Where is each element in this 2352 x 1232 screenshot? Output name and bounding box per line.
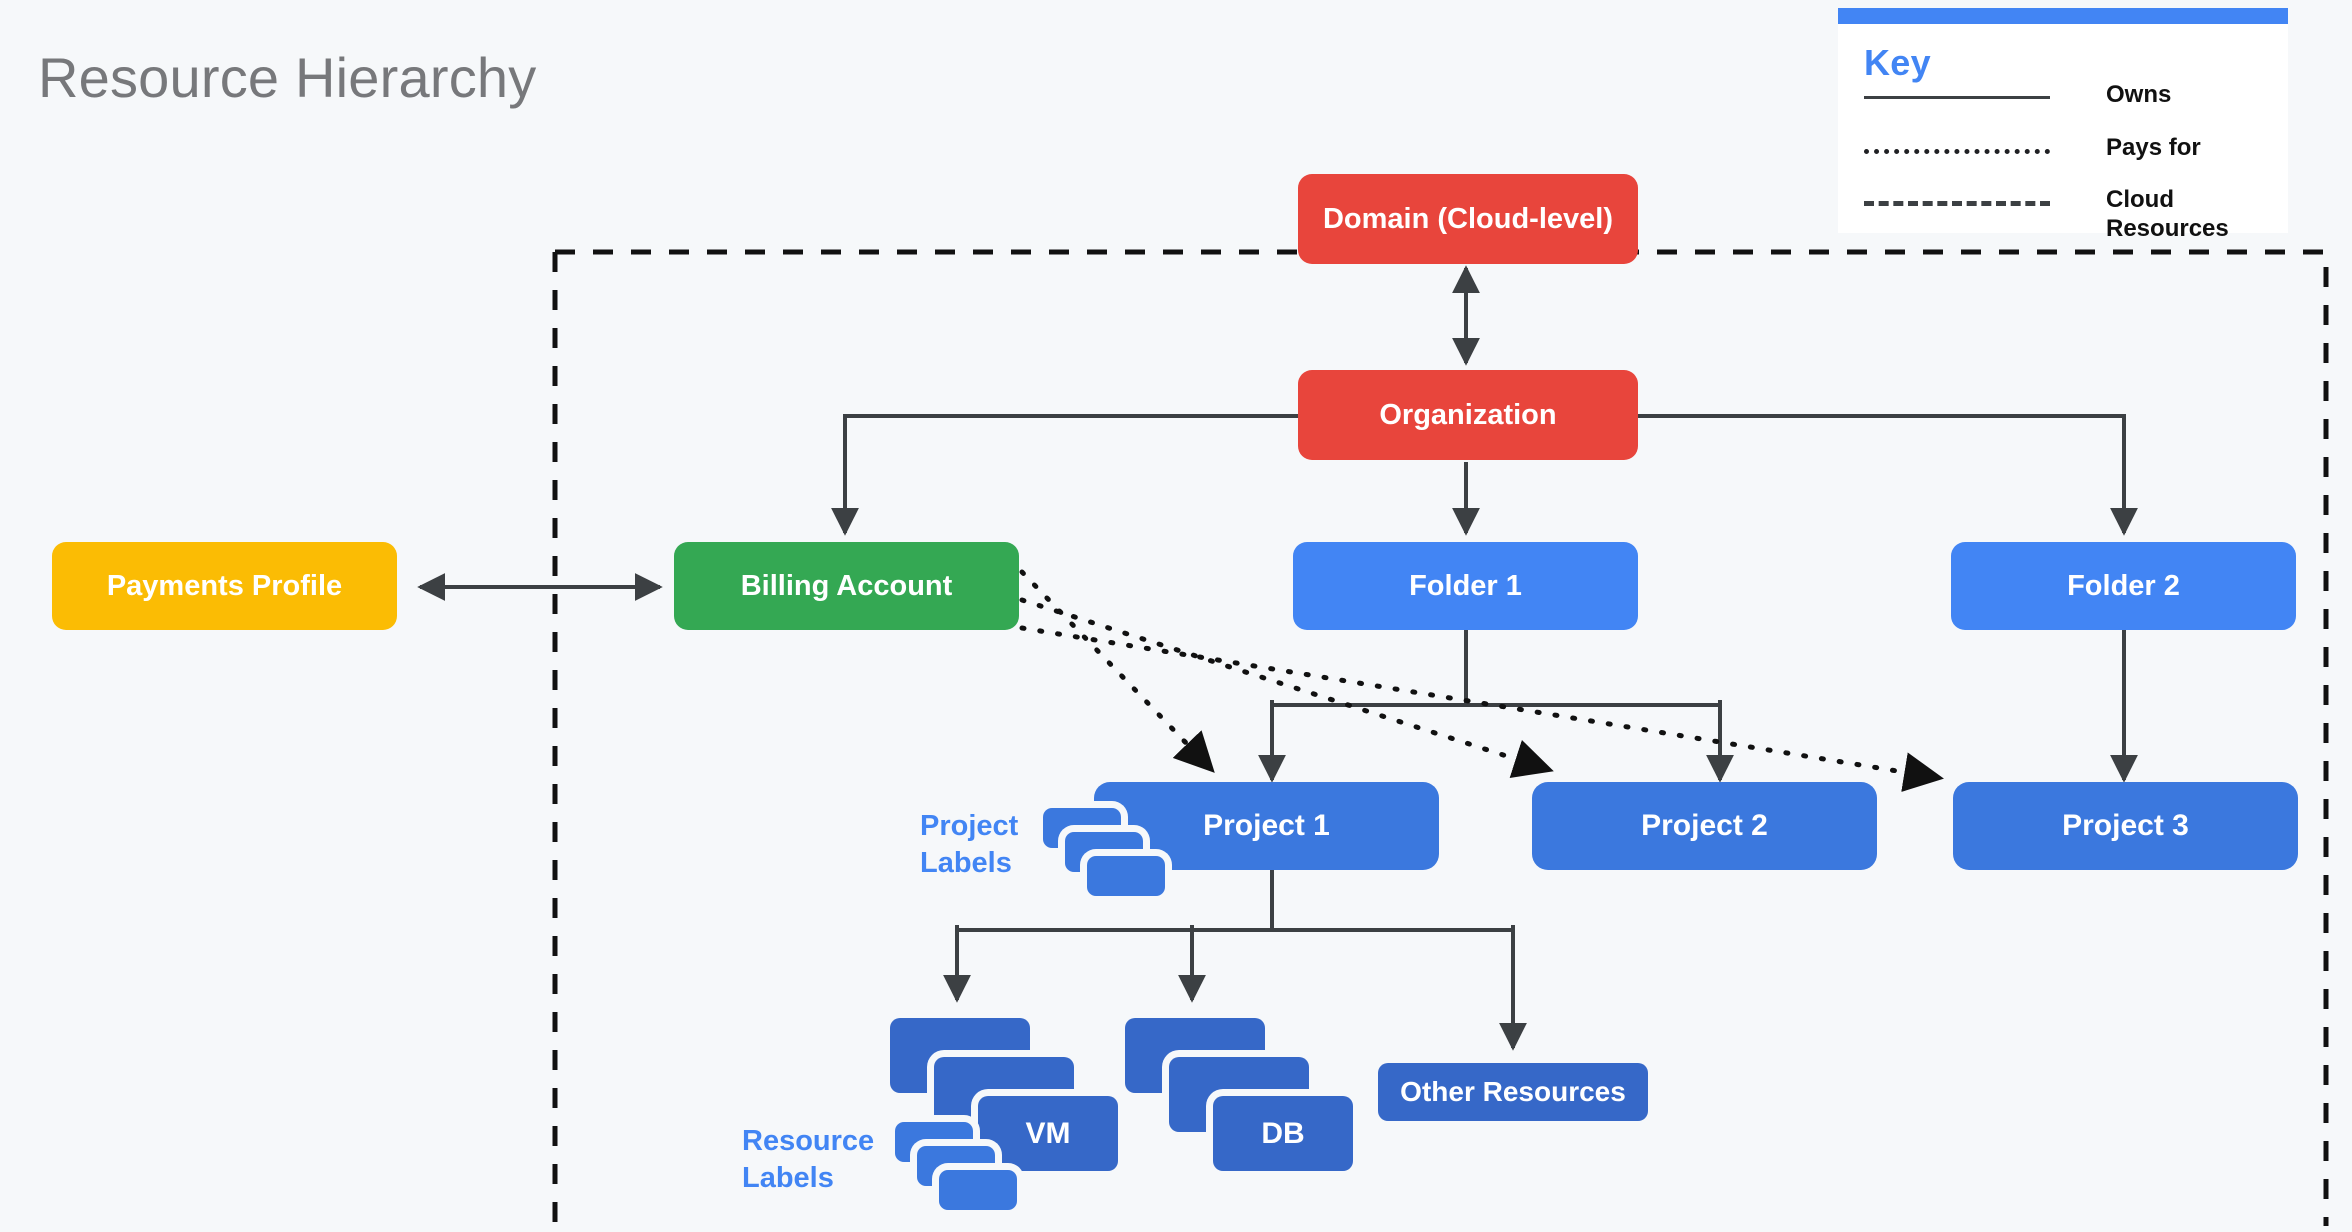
node-domain-label: Domain (Cloud-level) bbox=[1322, 202, 1613, 235]
node-folder1[interactable]: Folder 1 bbox=[1293, 542, 1638, 630]
node-billing-account[interactable]: Billing Account bbox=[674, 542, 1019, 630]
key-header-bar bbox=[1838, 8, 2288, 24]
resource-labels-stack[interactable] bbox=[895, 1122, 1035, 1232]
key-sample-solid-line bbox=[1864, 96, 2050, 101]
project-labels-caption: Project Labels bbox=[920, 810, 1019, 880]
node-project3-label: Project 3 bbox=[2062, 809, 2189, 843]
key-label-pays-for: Pays for bbox=[2106, 134, 2201, 161]
node-vm[interactable]: VM bbox=[890, 1018, 1220, 1178]
node-billing-account-label: Billing Account bbox=[740, 569, 953, 602]
node-payments-profile[interactable]: Payments Profile bbox=[52, 542, 397, 630]
node-project3[interactable]: Project 3 bbox=[1953, 782, 2298, 870]
key-label-cloud-resources: Cloud Resources bbox=[2106, 186, 2229, 243]
node-payments-profile-label: Payments Profile bbox=[106, 569, 343, 602]
node-organization-label: Organization bbox=[1379, 398, 1557, 431]
node-folder2[interactable]: Folder 2 bbox=[1951, 542, 2296, 630]
node-project2-label: Project 2 bbox=[1641, 809, 1768, 843]
project-label-tag-3 bbox=[1087, 856, 1165, 896]
key-row-owns: Owns bbox=[1864, 80, 2264, 109]
key-row-pays-for: Pays for bbox=[1864, 133, 2264, 162]
project-labels-stack[interactable] bbox=[1043, 808, 1183, 908]
edge-billing-account-project1 bbox=[1019, 569, 1215, 773]
node-project2[interactable]: Project 2 bbox=[1532, 782, 1877, 870]
edge-billing-account-project3 bbox=[1019, 625, 1944, 792]
node-project1-label: Project 1 bbox=[1203, 809, 1330, 843]
resource-label-tag-3 bbox=[939, 1170, 1017, 1210]
key-title: Key bbox=[1864, 42, 1931, 83]
node-domain[interactable]: Domain (Cloud-level) bbox=[1298, 174, 1638, 264]
vm-card-front: VM bbox=[978, 1096, 1118, 1171]
node-db[interactable]: DB bbox=[1125, 1018, 1455, 1178]
key-sample-dotted-line bbox=[1864, 149, 2050, 156]
key-row-cloud-resources: Cloud Resources bbox=[1864, 185, 2264, 244]
edge-folder1-projects bbox=[1270, 625, 1722, 775]
node-db-label: DB bbox=[1261, 1116, 1305, 1150]
edge-project1-children bbox=[955, 865, 1515, 1040]
key-legend: Key Owns Pays for Cloud Resources bbox=[1838, 8, 2288, 242]
key-label-owns: Owns bbox=[2106, 81, 2172, 108]
db-card-front: DB bbox=[1213, 1096, 1353, 1171]
page-title: Resource Hierarchy bbox=[38, 46, 537, 109]
node-folder1-label: Folder 1 bbox=[1409, 569, 1522, 602]
resource-labels-caption: Resource Labels bbox=[742, 1125, 875, 1195]
node-folder2-label: Folder 2 bbox=[2067, 569, 2180, 602]
node-vm-label: VM bbox=[1025, 1116, 1071, 1150]
node-organization[interactable]: Organization bbox=[1298, 370, 1638, 460]
key-sample-dashed-line bbox=[1864, 201, 2050, 208]
